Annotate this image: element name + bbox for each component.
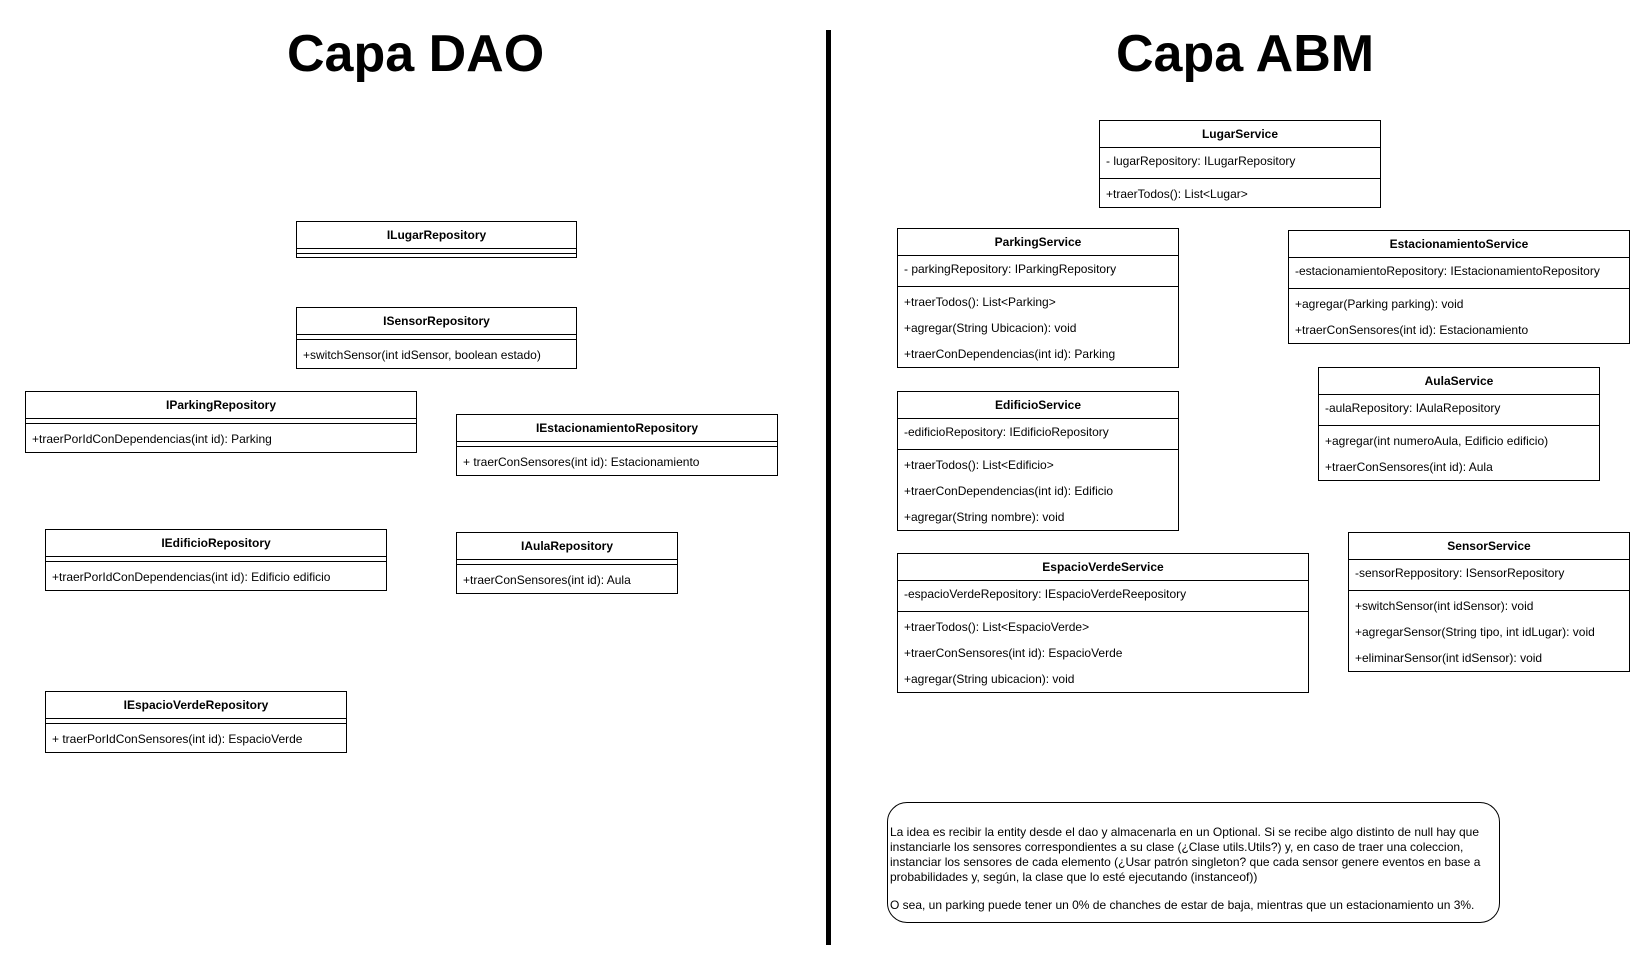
layer-divider [826,30,831,945]
class-attributes: -estacionamientoRepository: IEstacionami… [1289,258,1629,289]
class-operation: +agregar(String ubicacion): void [904,672,1075,686]
class-parkingservice[interactable]: ParkingService - parkingRepository: IPark… [897,228,1179,368]
class-attributes: -edificioRepository: IEdificioRepository [898,419,1178,450]
class-operation: +traerConSensores(int id): EspacioVerde [904,646,1123,660]
class-operation: +agregarSensor(String tipo, int idLugar)… [1355,625,1595,639]
class-operation: +traerPorIdConDependencias(int id): Park… [32,432,272,446]
class-attributes [26,419,416,424]
class-attributes [457,560,677,565]
class-operation: +traerTodos(): List<Lugar> [1106,187,1248,201]
class-operation: +agregar(int numeroAula, Edificio edific… [1325,434,1549,448]
class-attribute: -espacioVerdeRepository: IEspacioVerdeRe… [904,587,1187,601]
class-operation: +eliminarSensor(int idSensor): void [1355,651,1543,665]
class-operations: + traerPorIdConSensores(int id): Espacio… [46,724,346,752]
class-name: IEdificioRepository [46,530,386,557]
class-attributes [46,719,346,724]
class-operations: + traerConSensores(int id): Estacionamie… [457,447,777,475]
class-operation: + traerConSensores(int id): Estacionamie… [463,455,700,469]
class-operations: +traerPorIdConDependencias(int id): Edif… [46,562,386,590]
note-paragraph-1: La idea es recibir la entity desde el da… [890,825,1481,884]
class-operations: +switchSensor(int idSensor, boolean esta… [297,340,576,368]
class-operation: +traerTodos(): List<EspacioVerde> [904,620,1090,634]
class-operations: +switchSensor(int idSensor): void +agrega… [1349,591,1629,671]
class-name: SensorService [1349,533,1629,560]
class-isensorrepository[interactable]: ISensorRepository +switchSensor(int idSen… [296,307,577,369]
class-operation: +traerTodos(): List<Edificio> [904,458,1054,472]
class-operations: +agregar(int numeroAula, Edificio edific… [1319,426,1599,480]
class-attributes: -sensorReppository: ISensorRepository [1349,560,1629,591]
class-name: EstacionamientoService [1289,231,1629,258]
class-iedificiorepository[interactable]: IEdificioRepository +traerPorIdConDepende… [45,529,387,591]
class-attributes [46,557,386,562]
class-iaularepository[interactable]: IAulaRepository +traerConSensores(int id)… [456,532,678,594]
class-operations [297,254,576,257]
class-edificioservice[interactable]: EdificioService -edificioRepository: IEdi… [897,391,1179,531]
class-operation: +traerConDependencias(int id): Edificio [904,484,1114,498]
class-name: IEspacioVerdeRepository [46,692,346,719]
class-attributes: -espacioVerdeRepository: IEspacioVerdeRe… [898,581,1308,612]
class-name: IAulaRepository [457,533,677,560]
design-note[interactable]: La idea es recibir la entity desde el da… [887,802,1500,923]
class-operation: +traerPorIdConDependencias(int id): Edif… [52,570,331,584]
class-operations: +traerTodos(): List<Lugar> [1100,179,1380,207]
class-operations: +traerTodos(): List<Edificio> +traerConDe… [898,450,1178,530]
class-attributes [297,249,576,254]
class-attribute: -aulaRepository: IAulaRepository [1325,401,1501,415]
class-operation: + traerPorIdConSensores(int id): Espacio… [52,732,303,746]
class-lugarservice[interactable]: LugarService - lugarRepository: ILugarRep… [1099,120,1381,208]
class-operation: +switchSensor(int idSensor): void [1355,599,1534,613]
class-name: IEstacionamientoRepository [457,415,777,442]
class-attribute: -edificioRepository: IEdificioRepository [904,425,1109,439]
class-operations: +traerConSensores(int id): Aula [457,565,677,593]
class-operations: +traerTodos(): List<Parking> +agregar(Str… [898,287,1178,367]
class-name: ILugarRepository [297,222,576,249]
class-ilugarrepository[interactable]: ILugarRepository [296,221,577,258]
class-operations: +traerPorIdConDependencias(int id): Park… [26,424,416,452]
class-attribute: - lugarRepository: ILugarRepository [1106,154,1296,168]
class-estacionamientoservice[interactable]: EstacionamientoService -estacionamientoRe… [1288,230,1630,344]
class-iestacionamientorepository[interactable]: IEstacionamientoRepository + traerConSens… [456,414,778,476]
note-paragraph-2: O sea, un parking puede tener un 0% de c… [890,898,1475,912]
class-iparkingrepository[interactable]: IParkingRepository +traerPorIdConDependen… [25,391,417,453]
class-attribute: - parkingRepository: IParkingRepository [904,262,1117,276]
class-operation: +traerConDependencias(int id): Parking [904,347,1116,361]
class-sensorservice[interactable]: SensorService -sensorReppository: ISensor… [1348,532,1630,672]
class-attributes: - lugarRepository: ILugarRepository [1100,148,1380,179]
class-name: IParkingRepository [26,392,416,419]
class-operation: +agregar(String nombre): void [904,510,1065,524]
class-attributes [297,335,576,340]
class-operation: +agregar(Parking parking): void [1295,297,1464,311]
class-operations: +traerTodos(): List<EspacioVerde> +traerC… [898,612,1308,692]
class-name: ISensorRepository [297,308,576,335]
class-attributes: -aulaRepository: IAulaRepository [1319,395,1599,426]
class-iespacioverderepository[interactable]: IEspacioVerdeRepository + traerPorIdConSe… [45,691,347,753]
class-operation: +agregar(String Ubicacion): void [904,321,1077,335]
class-name: EdificioService [898,392,1178,419]
class-operation: +switchSensor(int idSensor, boolean esta… [303,348,541,362]
class-espacioverdeservice[interactable]: EspacioVerdeService -espacioVerdeReposito… [897,553,1309,693]
class-operation: +traerConSensores(int id): Aula [463,573,631,587]
class-attribute: -sensorReppository: ISensorRepository [1355,566,1565,580]
title-capa-dao: Capa DAO [287,25,545,83]
class-operation: +traerConSensores(int id): Aula [1325,460,1493,474]
class-name: AulaService [1319,368,1599,395]
class-operation: +traerTodos(): List<Parking> [904,295,1056,309]
class-attributes: - parkingRepository: IParkingRepository [898,256,1178,287]
class-attribute: -estacionamientoRepository: IEstacionami… [1295,264,1600,278]
class-name: ParkingService [898,229,1178,256]
class-name: EspacioVerdeService [898,554,1308,581]
class-attributes [457,442,777,447]
title-capa-abm: Capa ABM [1116,25,1375,83]
class-aulaservice[interactable]: AulaService -aulaRepository: IAulaReposit… [1318,367,1600,481]
class-operation: +traerConSensores(int id): Estacionamien… [1295,323,1529,337]
class-name: LugarService [1100,121,1380,148]
class-operations: +agregar(Parking parking): void +traerCon… [1289,289,1629,343]
